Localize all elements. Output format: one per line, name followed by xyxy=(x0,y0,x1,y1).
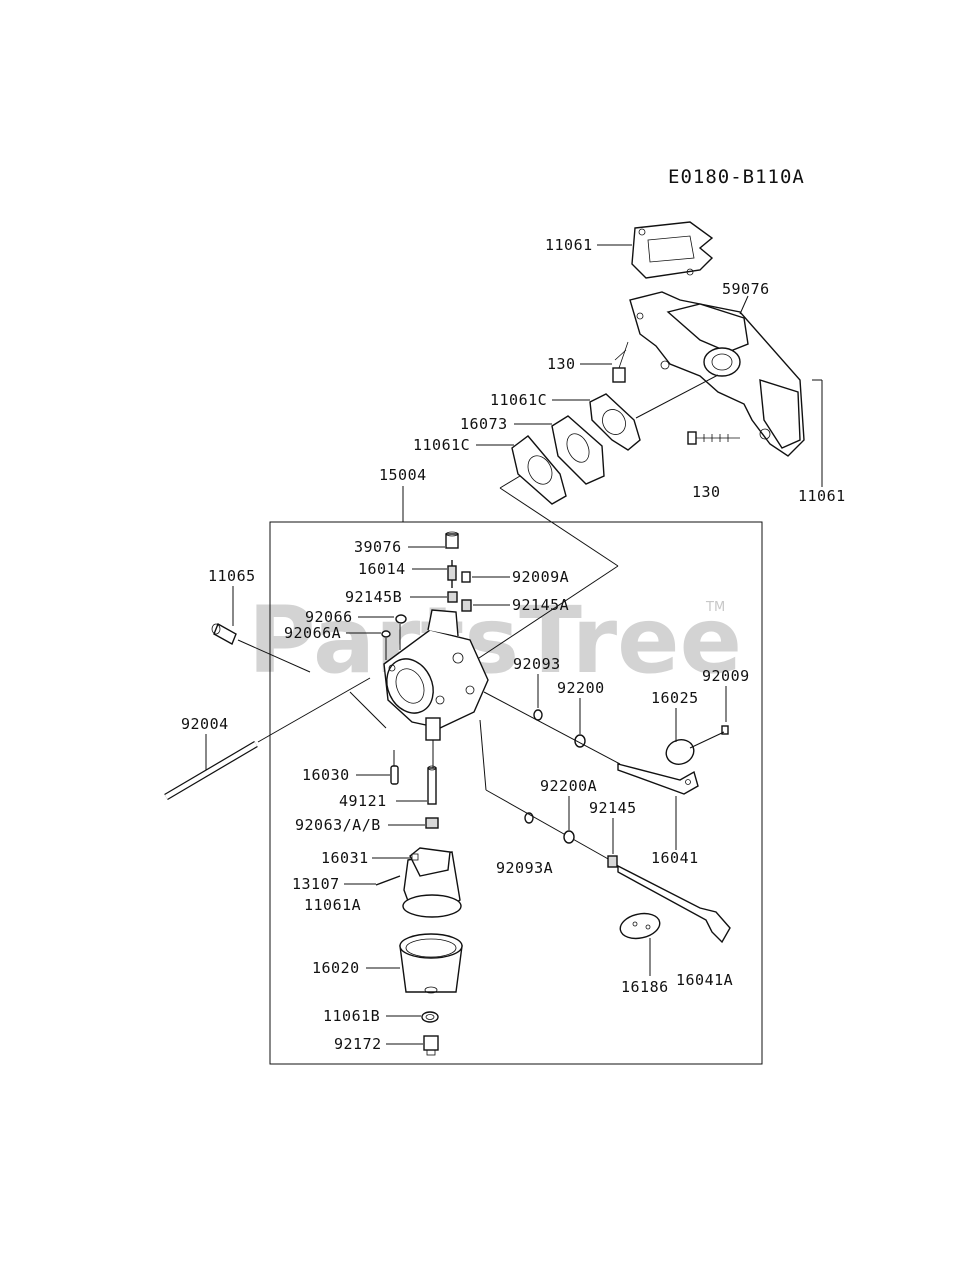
label-92093: 92093 xyxy=(513,655,561,673)
label-92009a: 92009A xyxy=(512,568,569,586)
screw-92009[interactable] xyxy=(721,725,729,735)
label-92004: 92004 xyxy=(181,715,229,733)
label-92066a: 92066A xyxy=(284,624,341,642)
assembly-box-15004 xyxy=(269,521,763,1065)
float-bowl-16020[interactable] xyxy=(399,933,463,994)
label-92145: 92145 xyxy=(589,799,637,817)
label-92145b: 92145B xyxy=(345,588,402,606)
label-92200: 92200 xyxy=(557,679,605,697)
part-49121[interactable] xyxy=(427,765,437,805)
label-16020: 16020 xyxy=(312,959,360,977)
intake-manifold-59076[interactable] xyxy=(629,291,805,457)
part-39076[interactable] xyxy=(445,531,459,549)
label-11065: 11065 xyxy=(208,567,256,585)
label-13107: 13107 xyxy=(292,875,340,893)
part-92063[interactable] xyxy=(425,817,439,829)
choke-shaft-16041a[interactable] xyxy=(617,864,731,944)
throttle-plate-16025[interactable] xyxy=(663,736,698,768)
label-39076: 39076 xyxy=(354,538,402,556)
gasket-11061-top[interactable] xyxy=(631,221,714,279)
pin-11065[interactable] xyxy=(211,623,237,645)
bolt-92172[interactable] xyxy=(423,1035,439,1056)
stud-92004[interactable] xyxy=(164,740,258,801)
label-92172: 92172 xyxy=(334,1035,382,1053)
label-15004: 15004 xyxy=(379,466,427,484)
label-130-a: 130 xyxy=(547,355,576,373)
label-92145a: 92145A xyxy=(512,596,569,614)
part-16030[interactable] xyxy=(390,765,399,785)
label-92009: 92009 xyxy=(702,667,750,685)
label-16014: 16014 xyxy=(358,560,406,578)
label-16030: 16030 xyxy=(302,766,350,784)
label-92063: 92063/A/B xyxy=(295,816,381,834)
label-11061-right: 11061 xyxy=(798,487,846,505)
spring-92145b[interactable] xyxy=(447,591,458,603)
label-16073: 16073 xyxy=(460,415,508,433)
label-16025: 16025 xyxy=(651,689,699,707)
label-11061b: 11061B xyxy=(323,1007,380,1025)
carburetor-body[interactable] xyxy=(378,609,489,741)
screw-92009a[interactable] xyxy=(461,571,471,583)
bolt-130-b[interactable] xyxy=(687,431,740,445)
part-92066a[interactable] xyxy=(381,630,391,638)
gasket-11061c-a[interactable] xyxy=(589,393,641,451)
reference-code: E0180-B110A xyxy=(668,166,805,188)
trademark-mark: TM xyxy=(705,600,725,615)
throttle-shaft-16041[interactable] xyxy=(617,763,699,795)
pin-13107[interactable] xyxy=(375,875,401,886)
part-92066[interactable] xyxy=(395,614,407,624)
gasket-11061b[interactable] xyxy=(421,1011,439,1023)
label-11061a: 11061A xyxy=(304,896,361,914)
label-16031: 16031 xyxy=(321,849,369,867)
label-11061-top: 11061 xyxy=(545,236,593,254)
label-92200a: 92200A xyxy=(540,777,597,795)
spring-92145a[interactable] xyxy=(461,599,472,612)
label-16041a: 16041A xyxy=(676,971,733,989)
spring-92145[interactable] xyxy=(607,855,618,868)
label-49121: 49121 xyxy=(339,792,387,810)
label-130-b: 130 xyxy=(692,483,721,501)
label-11061c-b: 11061C xyxy=(413,436,470,454)
label-59076: 59076 xyxy=(722,280,770,298)
choke-plate-16186[interactable] xyxy=(618,910,662,942)
part-92093[interactable] xyxy=(533,709,543,721)
label-92066: 92066 xyxy=(305,608,353,626)
label-92093a: 92093A xyxy=(496,859,553,877)
spacer-16073[interactable] xyxy=(551,415,605,485)
bolt-130-a[interactable] xyxy=(612,341,629,383)
label-16186: 16186 xyxy=(621,978,669,996)
washer-92200a[interactable] xyxy=(563,830,575,844)
gasket-11061c-b[interactable] xyxy=(511,435,567,505)
needle-16014[interactable] xyxy=(447,560,457,588)
gasket-11061a[interactable] xyxy=(402,894,462,918)
label-16041: 16041 xyxy=(651,849,699,867)
label-11061c-a: 11061C xyxy=(490,391,547,409)
